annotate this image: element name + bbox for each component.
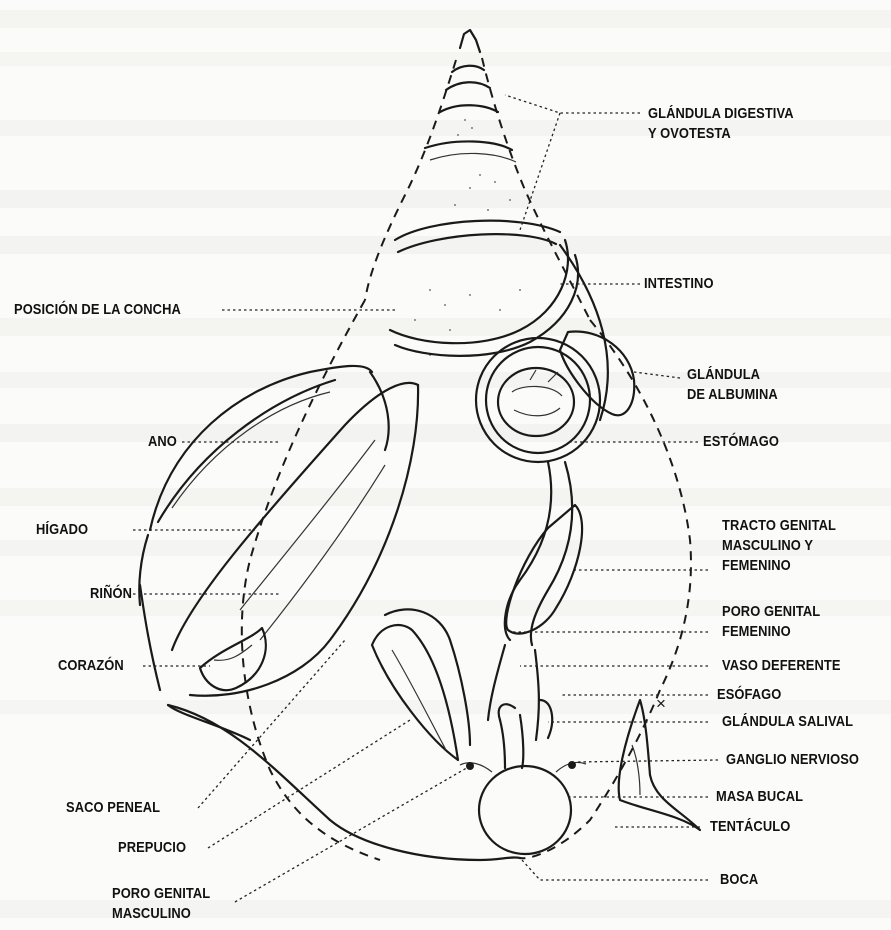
- cross-mark: ×: [656, 694, 666, 714]
- label-rinon: RIÑÓN: [90, 584, 132, 604]
- label-poro-genital-masculino: PORO GENITAL MASCULINO: [112, 884, 210, 924]
- label-posicion-concha: POSICIÓN DE LA CONCHA: [14, 300, 181, 320]
- label-glandula-salival: GLÁNDULA SALIVAL: [722, 712, 853, 732]
- label-ganglio-nervioso: GANGLIO NERVIOSO: [726, 750, 859, 770]
- buccal-mass: [460, 700, 586, 854]
- label-saco-peneal: SACO PENEAL: [66, 798, 160, 818]
- label-prepucio: PREPUCIO: [118, 838, 186, 858]
- stomach: [476, 338, 600, 462]
- label-esofago: ESÓFAGO: [717, 685, 781, 705]
- page-bleed-texture: [0, 10, 891, 918]
- penial-complex: [372, 609, 470, 760]
- tentacle: [619, 700, 700, 830]
- label-ano: ANO: [148, 432, 177, 452]
- label-glandula-digestiva: GLÁNDULA DIGESTIVA Y OVOTESTA: [648, 104, 794, 144]
- label-glandula-albumina: GLÁNDULA DE ALBUMINA: [687, 365, 778, 405]
- label-intestino: INTESTINO: [644, 274, 714, 294]
- heart: [200, 628, 266, 690]
- label-tentaculo: TENTÁCULO: [710, 817, 790, 837]
- label-estomago: ESTÓMAGO: [703, 432, 779, 452]
- label-boca: BOCA: [720, 870, 758, 890]
- label-corazon: CORAZÓN: [58, 656, 124, 676]
- label-poro-genital-femenino: PORO GENITAL FEMENINO: [722, 602, 820, 642]
- label-vaso-deferente: VASO DEFERENTE: [722, 656, 841, 676]
- label-higado: HÍGADO: [36, 520, 88, 540]
- label-tracto-genital: TRACTO GENITAL MASCULINO Y FEMENINO: [722, 516, 836, 576]
- label-masa-bucal: MASA BUCAL: [716, 787, 803, 807]
